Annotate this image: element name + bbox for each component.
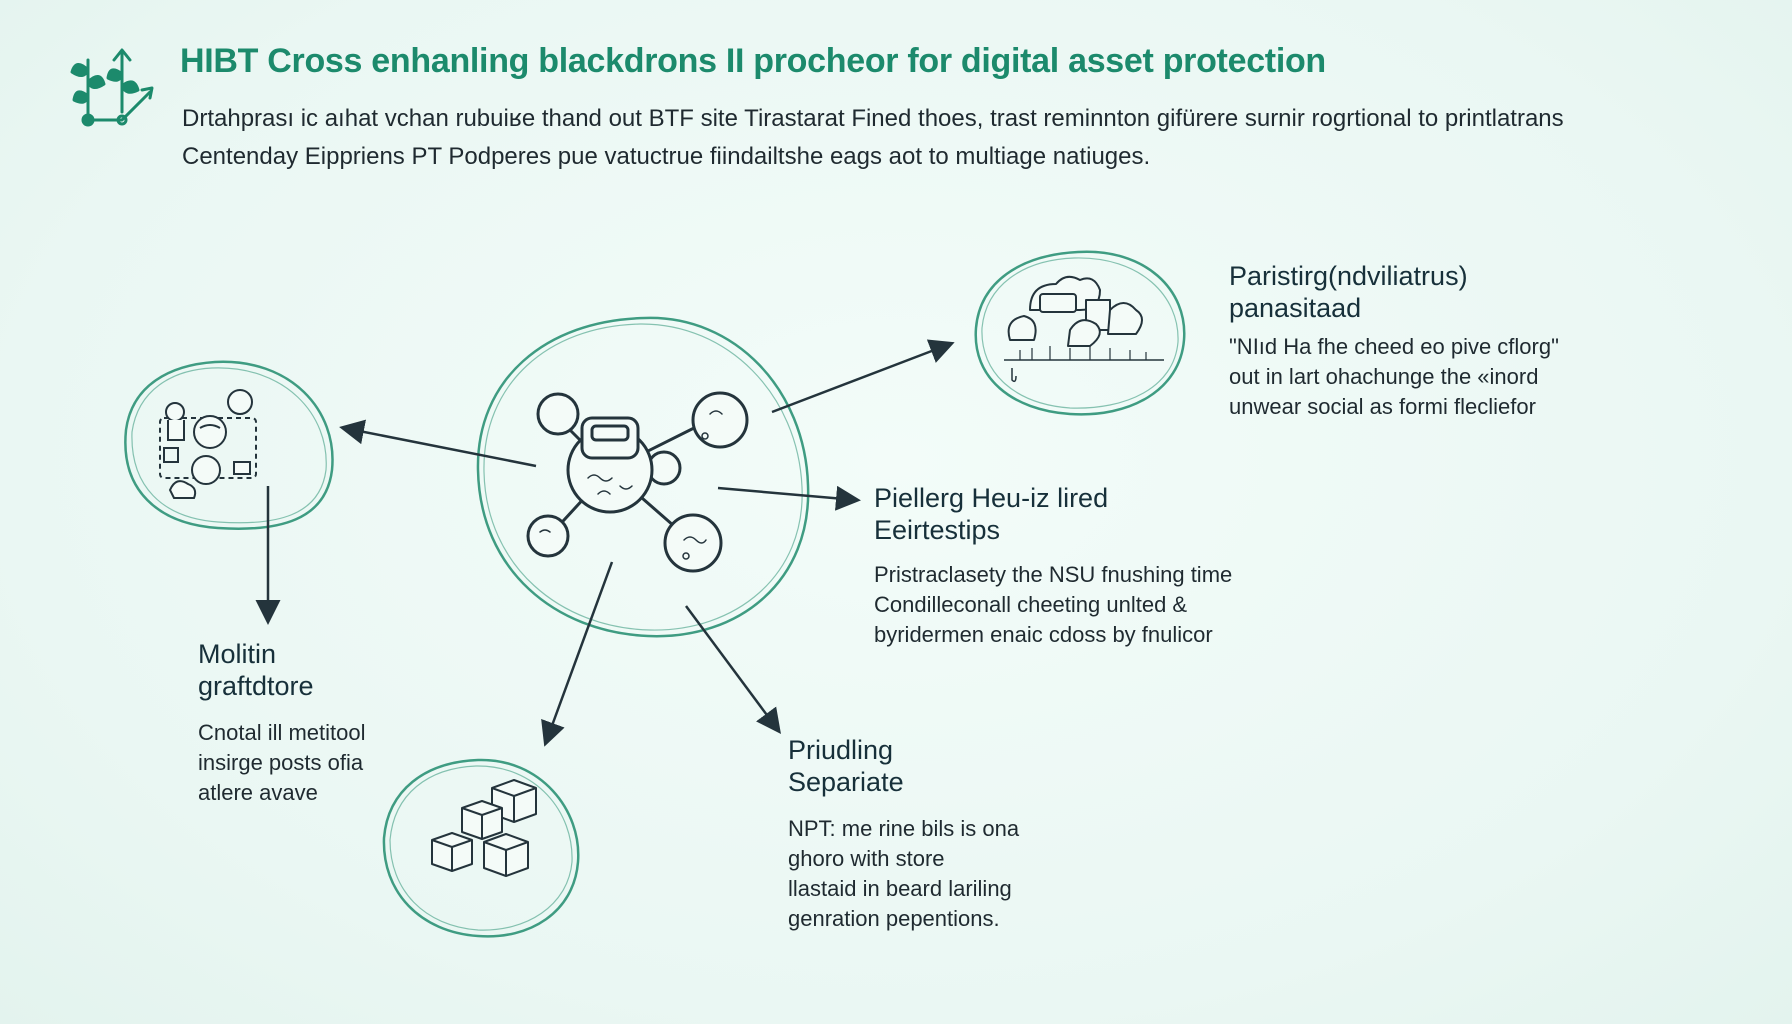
arrow-to-bottom-right (684, 605, 781, 735)
bottom-node-heading: Priudling Separiate (788, 734, 904, 798)
body-line: genration pepentions. (788, 906, 1000, 931)
body-line: ghoro with store (788, 846, 945, 871)
plant-growth-logo-icon (70, 48, 154, 127)
heading-line: Separiate (788, 767, 904, 797)
heading-line: Molitin (198, 639, 277, 669)
left-node (124, 360, 334, 530)
top-right-node (974, 250, 1186, 416)
heading-line: panasitaad (1229, 293, 1362, 323)
top-right-node-body: "NIıd Ha fhe cheed eo pive cflorg" out i… (1229, 332, 1559, 422)
left-node-heading: Molitin graftdtore (198, 638, 314, 702)
connector-arrows (255, 339, 955, 747)
heading-line: Eeirtestips (874, 515, 1001, 545)
top-right-node-heading: Paristirg(ndviliatrus) panasitaad (1229, 260, 1468, 324)
body-line: Condilleconall cheeting unlted & (874, 592, 1188, 617)
body-line: unwear social as formi flecliefor (1229, 394, 1536, 419)
folder-cluster-icon (159, 389, 257, 499)
subtitle-line: Centenday Eippriens PT Podperes pue vatu… (182, 143, 1151, 170)
bottom-node-body: NPT: me rine bils is ona ghoro with stor… (788, 814, 1019, 934)
right-node-heading: Piellerg Heu-iz lired Eeirtestips (874, 482, 1108, 546)
body-line: Pristraclasety the NSU fnushing time (874, 562, 1233, 587)
arrow-to-right (717, 485, 861, 511)
arrow-to-top-right (771, 339, 955, 414)
left-node-body: Cnotal ill metitool insirge posts ofia a… (198, 718, 366, 808)
body-line: llastaid in beard lariling (788, 876, 1012, 901)
cube-stack-icon (431, 779, 537, 877)
body-line: NPT: me rine bils is ona (788, 816, 1020, 841)
body-line: atlere avave (198, 780, 318, 805)
body-line: byridermen enaic cdoss by fnulicor (874, 622, 1213, 647)
body-line: insirge posts ofia (198, 750, 364, 775)
heading-line: Paristirg(ndviliatrus) (1229, 261, 1468, 291)
arrow-to-bottom (541, 561, 614, 747)
subtitle-line: Drtahprası ic aıhat vchan rubuiʁe thand … (182, 105, 1564, 132)
drone-hub-icon (526, 391, 749, 573)
arrow-to-left (339, 419, 537, 468)
heading-line: Priudling (788, 735, 894, 765)
right-node-body: Pristraclasety the NSU fnushing time Con… (874, 560, 1232, 650)
page-title: HIBT Cross enhanling blackdrons II proch… (180, 42, 1326, 80)
body-line: "NIıd Ha fhe cheed eo pive cflorg" (1229, 334, 1559, 359)
body-line: out in lart ohachunge the «inord (1229, 364, 1539, 389)
heading-line: graftdtore (198, 671, 314, 701)
body-line: Cnotal ill metitool (198, 720, 366, 745)
cloud-servers-icon (1004, 275, 1164, 383)
bottom-node (382, 758, 580, 938)
page-subtitle: Drtahprası ic aıhat vchan rubuiʁe thand … (182, 100, 1742, 176)
heading-line: Piellerg Heu-iz lired (874, 483, 1109, 513)
